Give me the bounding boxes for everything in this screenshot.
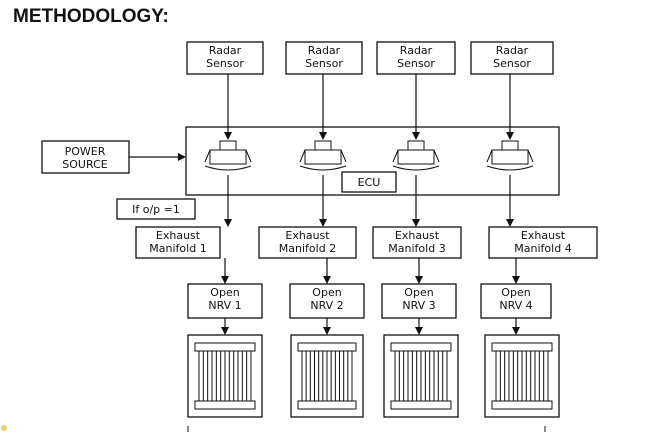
exhaust-manifold-2-box xyxy=(258,226,357,259)
radar-sensor-1-box xyxy=(186,41,264,75)
valve-flare-1 xyxy=(204,149,252,163)
power-source-box xyxy=(41,140,130,174)
corner-dot xyxy=(1,425,7,431)
sensor-arrow-2-head xyxy=(319,132,327,140)
ecu-arrow-3-head xyxy=(412,219,420,227)
radar-sensor-2-line-1: Radar xyxy=(308,44,341,57)
manifold-arrow-2-head xyxy=(323,276,331,284)
radiator-3 xyxy=(383,334,459,418)
sensor-arrow-3-head xyxy=(412,132,420,140)
condition-label: If o/p =1 xyxy=(132,203,180,216)
radar-sensor-1-line-2: Sensor xyxy=(206,57,244,70)
exhaust-manifold-4-box xyxy=(488,226,598,259)
ecu-arrow-4-head xyxy=(506,219,514,227)
open-nrv-4-box xyxy=(480,283,552,319)
radar-sensor-4-line-2: Sensor xyxy=(493,57,531,70)
valve-body-1 xyxy=(209,149,247,165)
sensor-arrow-1-head xyxy=(224,132,232,140)
valve-flare-4 xyxy=(486,149,534,163)
condition-box xyxy=(116,198,196,220)
open-nrv-1-line-2: NRV 1 xyxy=(208,299,241,312)
exhaust-manifold-1-line-2: Manifold 1 xyxy=(149,242,206,255)
open-nrv-4-line-1: Open xyxy=(501,286,530,299)
exhaust-manifold-4-line-2: Manifold 4 xyxy=(514,242,571,255)
sensor-arrow-4-head xyxy=(506,132,514,140)
valve-base-3 xyxy=(392,165,440,171)
open-nrv-2-line-1: Open xyxy=(312,286,341,299)
radar-sensor-3-line-1: Radar xyxy=(400,44,433,57)
valve-flare-3 xyxy=(392,149,440,163)
power-source-line-2: SOURCE xyxy=(62,158,107,171)
radar-sensor-2-line-2: Sensor xyxy=(305,57,343,70)
valve-flare-2 xyxy=(299,149,347,163)
exhaust-manifold-3-line-1: Exhaust xyxy=(395,229,440,242)
open-nrv-4-line-2: NRV 4 xyxy=(499,299,532,312)
manifold-arrow-3-head xyxy=(415,276,423,284)
radiator-1 xyxy=(187,334,263,418)
diagram-title: METHODOLOGY: xyxy=(13,6,169,27)
radar-sensor-3-box xyxy=(376,41,456,75)
radar-sensor-4-line-1: Radar xyxy=(496,44,529,57)
valve-body-3 xyxy=(397,149,435,165)
exhaust-manifold-1-box xyxy=(135,226,221,259)
ecu-label-box xyxy=(341,171,397,193)
open-nrv-3-box xyxy=(381,283,457,319)
radar-sensor-4-box xyxy=(470,41,554,75)
exhaust-manifold-4-line-1: Exhaust xyxy=(521,229,566,242)
nrv-arrow-3-head xyxy=(415,327,423,335)
valve-base-4 xyxy=(486,165,534,171)
valve-base-2 xyxy=(299,165,347,171)
radar-sensor-2-box xyxy=(285,41,363,75)
power-arrow-head xyxy=(178,153,186,161)
radiator-2 xyxy=(290,334,364,418)
open-nrv-1-line-1: Open xyxy=(210,286,239,299)
valve-body-2 xyxy=(304,149,342,165)
nrv-arrow-1-head xyxy=(221,327,229,335)
valve-base-1 xyxy=(204,165,252,171)
open-nrv-3-line-2: NRV 3 xyxy=(402,299,435,312)
radiator-4 xyxy=(484,334,560,418)
exhaust-manifold-3-line-2: Manifold 3 xyxy=(388,242,445,255)
exhaust-manifold-2-line-1: Exhaust xyxy=(285,229,330,242)
radar-sensor-1-line-1: Radar xyxy=(209,44,242,57)
exhaust-manifold-3-box xyxy=(372,226,462,259)
manifold-arrow-4-head xyxy=(512,276,520,284)
valve-body-4 xyxy=(491,149,529,165)
nrv-arrow-4-head xyxy=(512,327,520,335)
ecu-label: ECU xyxy=(358,176,381,189)
open-nrv-2-line-2: NRV 2 xyxy=(310,299,343,312)
power-source-line-1: POWER xyxy=(65,145,106,158)
radar-sensor-3-line-2: Sensor xyxy=(397,57,435,70)
exhaust-manifold-2-line-2: Manifold 2 xyxy=(279,242,336,255)
open-nrv-2-box xyxy=(289,283,365,319)
manifold-arrow-1-head xyxy=(221,276,229,284)
ecu-arrow-1-head xyxy=(224,219,232,227)
nrv-arrow-2-head xyxy=(323,327,331,335)
ecu-arrow-2-head xyxy=(319,219,327,227)
exhaust-manifold-1-line-1: Exhaust xyxy=(156,229,201,242)
open-nrv-3-line-1: Open xyxy=(404,286,433,299)
